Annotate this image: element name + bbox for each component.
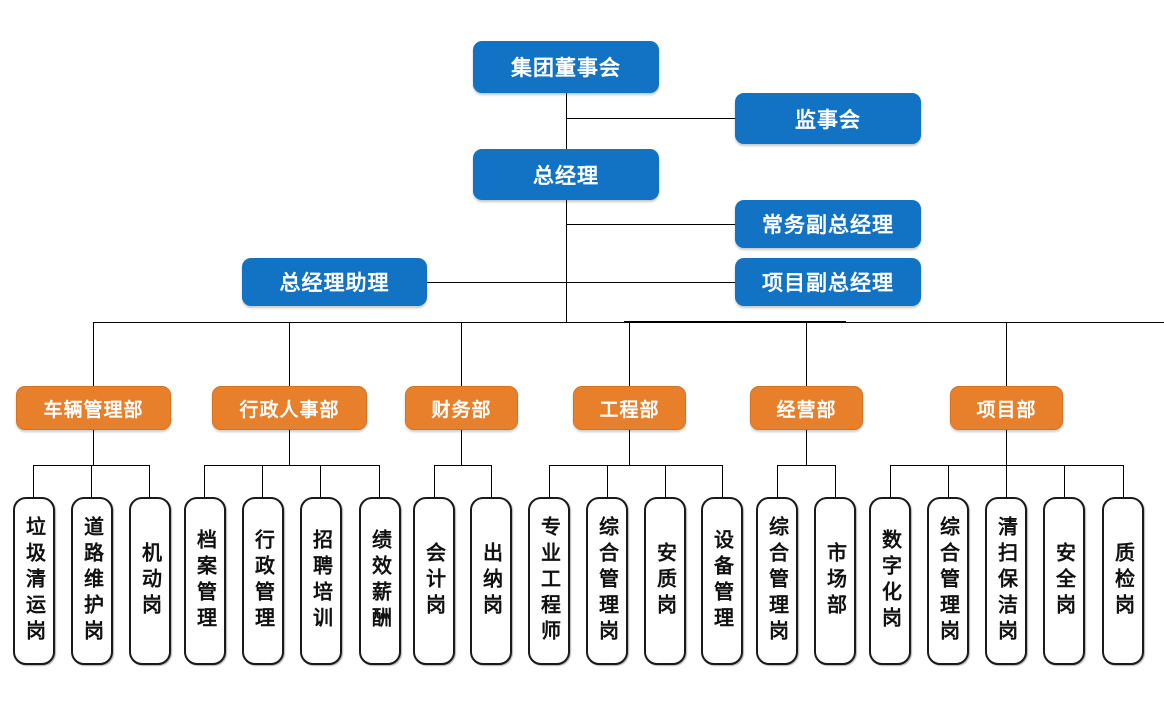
stem-admin-hr: [289, 429, 290, 465]
node-general-manager[interactable]: 总经理: [473, 149, 659, 200]
leafdrop-7: [379, 465, 380, 497]
connector-gm-to-exec-deputy: [566, 224, 735, 225]
dept-project[interactable]: 项目部: [950, 386, 1063, 430]
stem-engineering: [629, 429, 630, 465]
connector-board-to-gm: [566, 92, 567, 150]
position-performance-compensation[interactable]: 绩效薪酬: [359, 497, 401, 665]
node-executive-deputy-gm[interactable]: 常务副总经理: [735, 200, 921, 248]
department-bus-line-emphasis: [624, 321, 846, 323]
dept-engineering[interactable]: 工程部: [573, 386, 686, 430]
position-professional-engineer[interactable]: 专业工程师: [528, 497, 570, 665]
leafdrop-19: [1064, 465, 1065, 497]
dept-vehicle-management[interactable]: 车辆管理部: [16, 386, 171, 430]
position-eng-comprehensive-management[interactable]: 综合管理岗: [586, 497, 628, 665]
position-recruitment-training[interactable]: 招聘培训: [300, 497, 342, 665]
node-supervisors[interactable]: 监事会: [735, 93, 921, 144]
leafdrop-1: [33, 465, 34, 497]
connector-gm-to-bus: [566, 199, 567, 323]
drop-admin-hr: [289, 322, 290, 386]
position-equipment-management[interactable]: 设备管理: [701, 497, 743, 665]
leafdrop-3: [149, 465, 150, 497]
subbus-finance: [434, 465, 491, 466]
node-gm-assistant[interactable]: 总经理助理: [242, 258, 427, 306]
stem-vehicle: [93, 429, 94, 465]
dept-finance[interactable]: 财务部: [405, 386, 518, 430]
stem-operations: [806, 429, 807, 465]
dept-admin-hr[interactable]: 行政人事部: [212, 386, 367, 430]
leafdrop-12: [665, 465, 666, 497]
position-administration[interactable]: 行政管理: [242, 497, 284, 665]
connector-assistant-to-gm: [427, 282, 566, 283]
leafdrop-5: [262, 465, 263, 497]
position-vehicle-mobile[interactable]: 机动岗: [129, 497, 171, 665]
leafdrop-9: [491, 465, 492, 497]
leafdrop-15: [835, 465, 836, 497]
node-project-deputy-gm[interactable]: 项目副总经理: [735, 258, 921, 306]
leafdrop-2: [91, 465, 92, 497]
position-proj-comprehensive-management[interactable]: 综合管理岗: [927, 497, 969, 665]
leafdrop-10: [549, 465, 550, 497]
leafdrop-14: [777, 465, 778, 497]
connector-board-to-supervisors: [566, 118, 735, 119]
stem-project: [1006, 429, 1007, 465]
drop-vehicle: [93, 322, 94, 386]
position-safety[interactable]: 安全岗: [1043, 497, 1085, 665]
leafdrop-11: [607, 465, 608, 497]
leafdrop-17: [948, 465, 949, 497]
drop-project: [1006, 322, 1007, 386]
subbus-admin-hr: [204, 465, 379, 466]
leafdrop-8: [434, 465, 435, 497]
position-marketing[interactable]: 市场部: [814, 497, 856, 665]
drop-operations: [806, 322, 807, 386]
position-ops-comprehensive-management[interactable]: 综合管理岗: [756, 497, 798, 665]
position-accounting[interactable]: 会计岗: [413, 497, 455, 665]
position-cleaning-sanitation[interactable]: 清扫保洁岗: [985, 497, 1027, 665]
position-quality-inspection[interactable]: 质检岗: [1102, 497, 1144, 665]
connector-gm-to-project-deputy: [566, 282, 735, 283]
leafdrop-6: [320, 465, 321, 497]
position-cashier[interactable]: 出纳岗: [470, 497, 512, 665]
leafdrop-20: [1123, 465, 1124, 497]
position-road-maintenance[interactable]: 道路维护岗: [71, 497, 113, 665]
leafdrop-18: [1006, 465, 1007, 497]
position-digitalization[interactable]: 数字化岗: [869, 497, 911, 665]
drop-finance: [461, 322, 462, 386]
node-board[interactable]: 集团董事会: [473, 41, 659, 93]
subbus-engineering: [549, 465, 722, 466]
stem-finance: [461, 429, 462, 465]
leafdrop-13: [722, 465, 723, 497]
position-records-management[interactable]: 档案管理: [184, 497, 226, 665]
position-safety-quality[interactable]: 安质岗: [644, 497, 686, 665]
leafdrop-16: [890, 465, 891, 497]
department-bus-line-main: [93, 322, 1006, 323]
drop-engineering: [629, 322, 630, 386]
subbus-operations: [777, 465, 835, 466]
position-garbage-transport[interactable]: 垃圾清运岗: [13, 497, 55, 665]
leafdrop-4: [204, 465, 205, 497]
dept-operations[interactable]: 经营部: [750, 386, 863, 430]
